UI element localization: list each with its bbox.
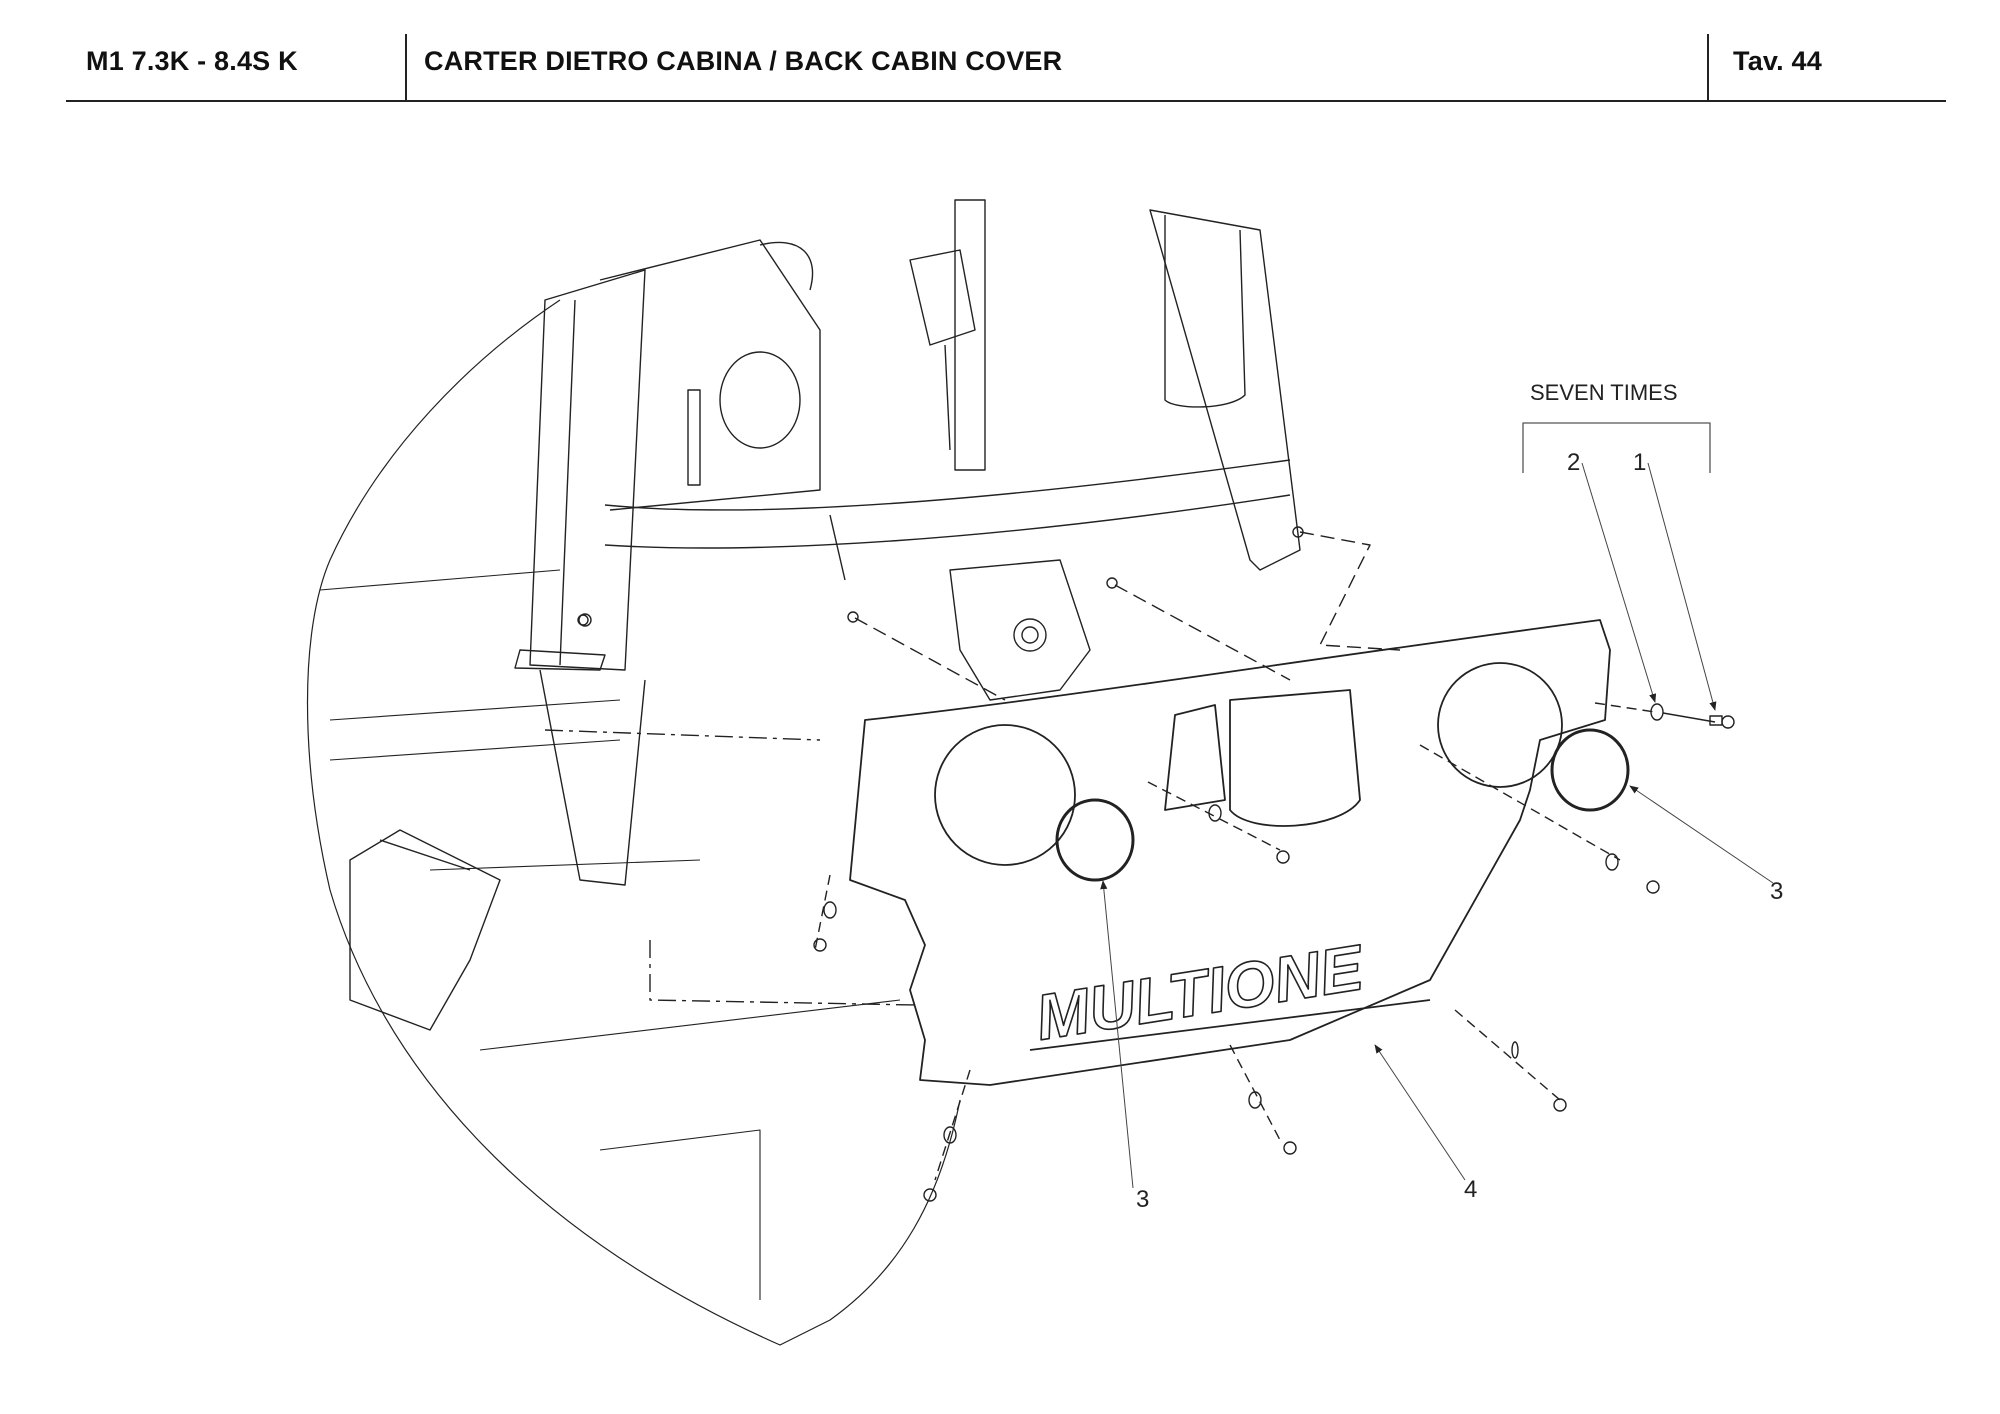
callout-1: 1 [1633, 449, 1647, 476]
group-bracket [1522, 422, 1711, 473]
left-pillar [514, 269, 646, 886]
cross-beam [604, 459, 1291, 581]
back-cabin-cover: MULTIONE [849, 619, 1611, 1086]
leader-2 [1581, 462, 1657, 703]
engine-box [599, 239, 821, 511]
round-cap-left [1055, 798, 1135, 882]
model-code: M1 7.3K - 8.4S K [86, 46, 298, 76]
page-title: CARTER DIETRO CABINA / BACK CABIN COVER [424, 46, 1063, 76]
callout-3-bottom: 3 [1136, 1186, 1150, 1213]
cover-logo: MULTIONE [1031, 931, 1370, 1054]
callout-3-right: 3 [1770, 878, 1784, 905]
leader-4 [1374, 1044, 1466, 1181]
header-divider-left [405, 34, 407, 101]
leader-1 [1647, 462, 1717, 711]
leader-3-bottom [1100, 880, 1134, 1189]
group-note: SEVEN TIMES [1530, 380, 1678, 405]
hydraulic-unit [909, 249, 1091, 701]
fasteners [544, 526, 1735, 1202]
leader-3-right [1629, 785, 1774, 884]
header-rule [66, 100, 1946, 102]
detail-boundary [306, 299, 961, 1346]
left-bracket [349, 829, 501, 1031]
header-divider-right [1707, 34, 1709, 101]
callout-4: 4 [1464, 1176, 1478, 1203]
right-pillar [954, 199, 1301, 571]
lower-frame [319, 569, 901, 1300]
round-cap-right [1550, 728, 1630, 812]
callout-2: 2 [1567, 449, 1581, 476]
plate-number: Tav. 44 [1733, 46, 1822, 76]
leader-lines [1100, 462, 1774, 1189]
